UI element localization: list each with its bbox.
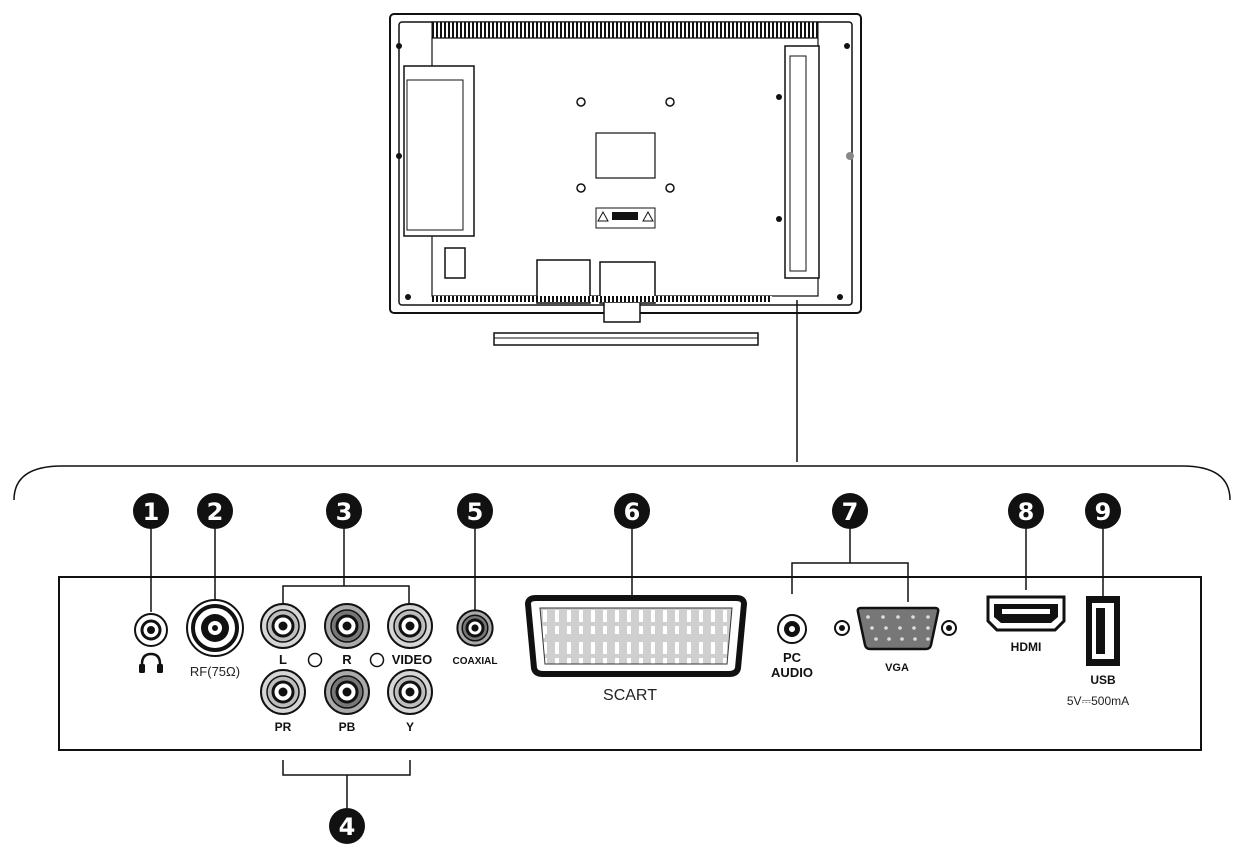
- component-pr-label: PR: [275, 720, 292, 734]
- vesa-mount-holes: [576, 97, 675, 193]
- zoom-brace: [13, 465, 1231, 501]
- svg-text:1: 1: [143, 498, 160, 526]
- svg-text:3: 3: [336, 498, 353, 526]
- callout-1: 1: [133, 493, 169, 529]
- svg-text:9: 9: [1095, 498, 1112, 526]
- svg-text:6: 6: [624, 498, 641, 526]
- vga-pin: [870, 626, 874, 630]
- vga-pin: [912, 626, 916, 630]
- vga-pin: [896, 615, 900, 619]
- vga-pin: [913, 637, 917, 641]
- headphone-icon: [139, 652, 163, 673]
- usb-rating-label: 5V⎓500mA: [1067, 694, 1129, 708]
- vga-pin: [874, 637, 878, 641]
- callout-7: 7: [832, 493, 868, 529]
- pc-audio-label-line2: AUDIO: [771, 665, 813, 680]
- component-pb-jack: [324, 669, 370, 715]
- svg-text:7: 7: [842, 498, 859, 526]
- vga-pin: [900, 637, 904, 641]
- headphone-jack: [134, 613, 168, 647]
- coaxial-jack: [456, 609, 494, 647]
- callout-8: 8: [1008, 493, 1044, 529]
- scart-label: SCART: [603, 687, 657, 704]
- av-indicator-right: [369, 652, 385, 668]
- usb-port: [1086, 596, 1120, 666]
- callout-4: 4: [329, 808, 365, 844]
- rf-label: RF(75Ω): [190, 664, 240, 679]
- svg-text:5: 5: [467, 498, 484, 526]
- vga-pin: [881, 615, 885, 619]
- component-pr-jack: [260, 669, 306, 715]
- tv-rear-view: [389, 13, 862, 346]
- vga-pin: [911, 615, 915, 619]
- pc-audio-label-line1: PC: [783, 650, 802, 665]
- vga-pin: [898, 626, 902, 630]
- component-y-label: Y: [406, 720, 414, 734]
- svg-text:2: 2: [207, 498, 224, 526]
- pc-audio-jack: [777, 614, 807, 644]
- vga-port: [834, 606, 957, 651]
- vga-pin: [926, 615, 930, 619]
- av-indicator-left: [307, 652, 323, 668]
- svg-text:4: 4: [339, 813, 356, 841]
- callout-6: 6: [614, 493, 650, 529]
- video-jack: [387, 603, 433, 649]
- vga-label: VGA: [885, 662, 909, 674]
- component-pb-label: PB: [339, 720, 356, 734]
- audio-left-jack: [260, 603, 306, 649]
- callout-9: 9: [1085, 493, 1121, 529]
- callout-leaders: [150, 529, 1104, 808]
- vga-pin: [866, 615, 870, 619]
- coaxial-label: COAXIAL: [453, 656, 498, 667]
- vga-pin: [887, 637, 891, 641]
- scart-port: [524, 595, 748, 677]
- audio-right-jack: [324, 603, 370, 649]
- rca-jacks: [260, 603, 494, 715]
- vga-pin: [926, 637, 930, 641]
- vga-pin: [926, 626, 930, 630]
- usb-label: USB: [1090, 673, 1116, 687]
- hdmi-label: HDMI: [1011, 640, 1042, 654]
- svg-text:8: 8: [1018, 498, 1035, 526]
- callout-5: 5: [457, 493, 493, 529]
- hdmi-port: [986, 595, 1066, 632]
- callout-3: 3: [326, 493, 362, 529]
- callout-2: 2: [197, 493, 233, 529]
- video-label: VIDEO: [392, 652, 432, 667]
- vga-pin: [884, 626, 888, 630]
- rf-antenna-port: [186, 599, 244, 657]
- audio-right-label: R: [342, 652, 352, 667]
- component-y-jack: [387, 669, 433, 715]
- audio-left-label: L: [279, 652, 287, 667]
